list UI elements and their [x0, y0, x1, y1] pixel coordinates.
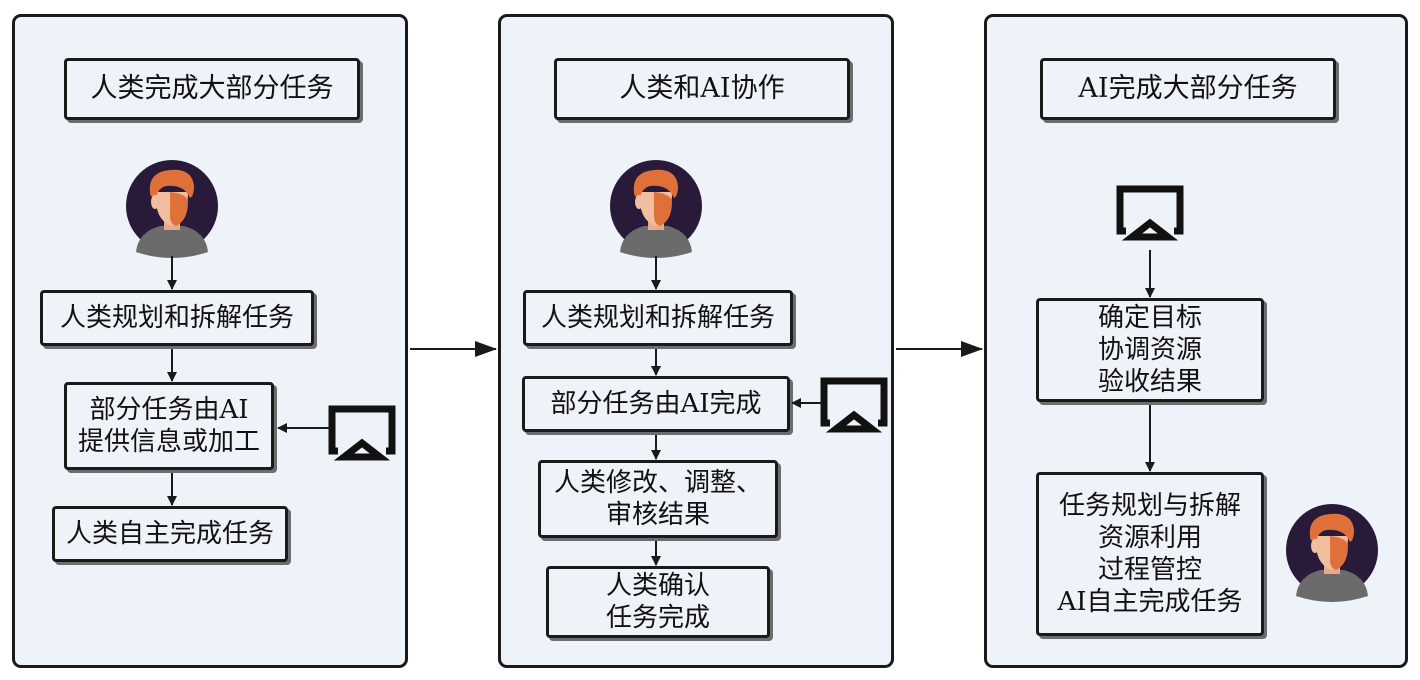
panel-2-step-review: 人类修改、调整、审核结果 — [538, 460, 778, 538]
panel-2-title: 人类和AI协作 — [554, 58, 850, 120]
panel-1-title: 人类完成大部分任务 — [64, 58, 360, 120]
panel-1-step-plan: 人类规划和拆解任务 — [40, 290, 314, 346]
panel-3-title: AI完成大部分任务 — [1040, 58, 1336, 120]
human-avatar-icon — [1286, 504, 1378, 602]
ai-display-icon — [1120, 189, 1180, 237]
ai-display-icon — [332, 409, 392, 457]
human-avatar-icon — [610, 160, 702, 258]
panel-1-step-complete: 人类自主完成任务 — [52, 506, 288, 562]
ai-display-icon — [824, 381, 884, 429]
panel-3-step-goals: 确定目标协调资源验收结果 — [1036, 298, 1264, 402]
panel-2-step-plan: 人类规划和拆解任务 — [523, 290, 793, 346]
human-avatar-icon — [126, 160, 218, 258]
panel-2-step-confirm: 人类确认任务完成 — [546, 566, 770, 638]
panel-2-step-ai-complete: 部分任务由AI完成 — [522, 376, 790, 432]
